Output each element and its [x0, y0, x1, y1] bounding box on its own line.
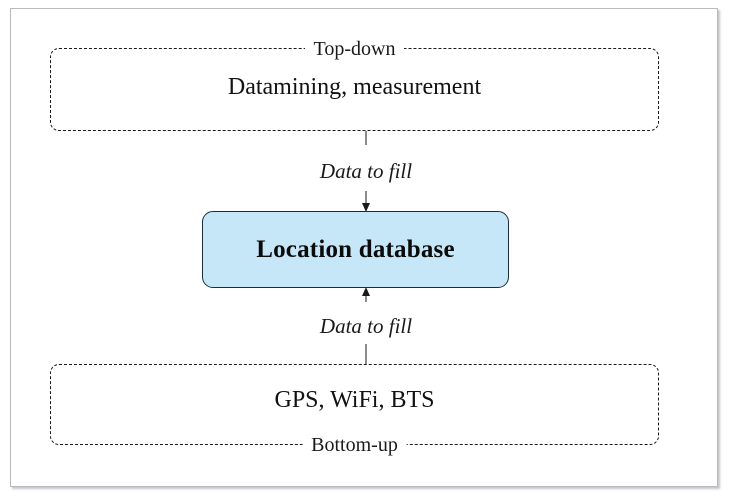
top-down-group-box: Top-down Datamining, measurement [50, 39, 659, 131]
edge-bottom-up-to-database: Data to fill [313, 287, 419, 364]
flow-diagram: Top-down Datamining, measurement Data to… [11, 9, 717, 486]
bottom-up-group-box: GPS, WiFi, BTS Bottom-up [50, 364, 659, 455]
edge-bottom-label: Data to fill [313, 313, 419, 339]
figure-frame: Top-down Datamining, measurement Data to… [10, 8, 718, 487]
edge-top-down-to-database: Data to fill [313, 131, 419, 212]
top-down-group-content: Datamining, measurement [227, 74, 482, 100]
edge-line-lower-segment [365, 344, 367, 364]
location-database-label: Location database [256, 235, 455, 263]
edge-line-lower-segment [365, 191, 367, 211]
top-down-group-label: Top-down [304, 39, 405, 59]
edge-top-label: Data to fill [313, 158, 419, 184]
bottom-up-group-content: GPS, WiFi, BTS [274, 387, 435, 413]
edge-line-upper-segment [365, 131, 367, 145]
location-database-node[interactable]: Location database [202, 211, 509, 288]
bottom-up-group-label: Bottom-up [302, 435, 407, 455]
arrow-up-icon [362, 287, 370, 296]
arrow-down-icon [362, 203, 370, 212]
